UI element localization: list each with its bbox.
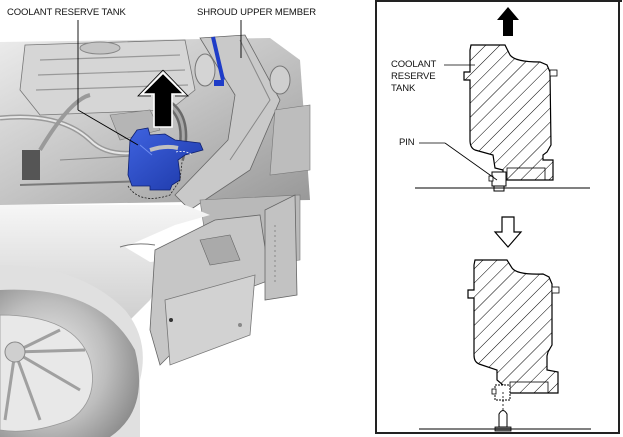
- pin-label: PIN: [399, 137, 415, 148]
- front-wheel: [0, 289, 140, 437]
- tank-step1: [463, 44, 554, 181]
- detail-view-box: COOLANT RESERVE TANK PIN: [375, 0, 622, 434]
- shroud-upper-member-label: SHROUD UPPER MEMBER: [197, 7, 316, 18]
- label-line: RESERVE: [391, 71, 436, 82]
- engine-bay-illustration: COOLANT RESERVE TANK SHROUD UPPER MEMBER: [0, 7, 316, 437]
- coolant-reserve-tank-highlight: [127, 127, 204, 199]
- tank-step2: [467, 259, 559, 394]
- leader-line-coolant-diag: [77, 109, 139, 146]
- arrow-up-solid-icon: [497, 7, 519, 36]
- arrow-down-outline-icon: [493, 216, 523, 248]
- pin-step2: [498, 410, 508, 428]
- step1-diagram: [415, 7, 590, 192]
- coolant-reserve-tank-label: COOLANT RESERVE TANK: [7, 7, 126, 18]
- label-line: TANK: [391, 83, 416, 94]
- coolant-reserve-tank-detail-label: COOLANT RESERVE TANK: [391, 59, 436, 95]
- arrow-up-solid-icon: [137, 69, 189, 128]
- step2-diagram: [419, 259, 591, 432]
- label-line: COOLANT: [391, 59, 437, 70]
- front-bumper-structure: [149, 194, 298, 366]
